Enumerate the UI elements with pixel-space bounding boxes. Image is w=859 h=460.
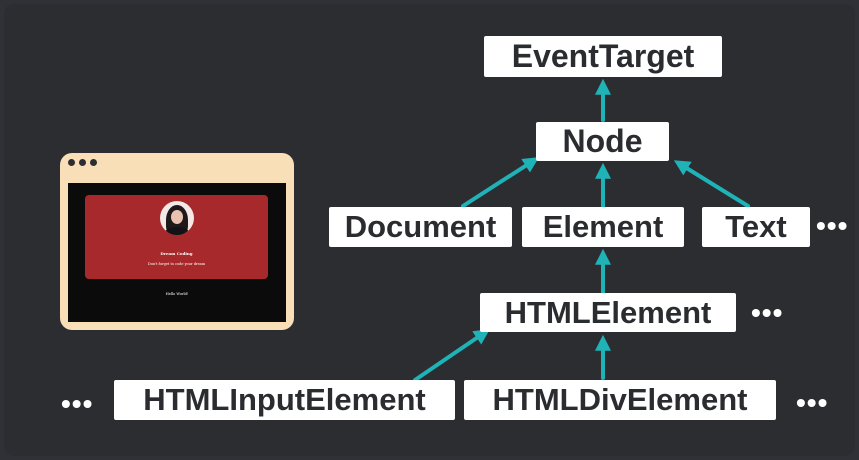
ellipsis-right-siblings: •••: [796, 387, 829, 418]
window-dot-icon: [79, 159, 86, 166]
window-dot-icon: [68, 159, 75, 166]
card-title: Dream Coding: [160, 251, 193, 256]
node-text: Text: [702, 207, 810, 247]
ellipsis-htmlelement-siblings: •••: [751, 297, 784, 328]
arrow-htmlinput-to-htmlelement: [413, 328, 490, 382]
ellipsis-left-siblings: •••: [61, 388, 94, 419]
card-subtitle: Don't forget to code your dream: [147, 262, 206, 266]
browser-viewport: Dream Coding Don't forget to code your d…: [68, 183, 286, 322]
node-element: Element: [522, 207, 684, 247]
node-eventtarget: EventTarget: [484, 36, 722, 77]
window-dots: [68, 159, 97, 166]
arrow-text-to-node: [673, 160, 750, 208]
node-htmlinputelement: HTMLInputElement: [114, 380, 455, 420]
node-htmlelement: HTMLElement: [480, 293, 736, 332]
hello-text: Hello World!: [165, 292, 189, 296]
browser-mockup: Dream Coding Don't forget to code your d…: [60, 153, 294, 330]
node-htmldivelement: HTMLDivElement: [464, 380, 776, 420]
avatar: [160, 201, 194, 235]
profile-card: Dream Coding Don't forget to code your d…: [85, 195, 268, 279]
ellipsis-text-siblings: •••: [816, 210, 849, 241]
arrow-document-to-node: [461, 157, 540, 208]
node-document: Document: [329, 207, 512, 247]
node-node: Node: [536, 122, 669, 161]
window-dot-icon: [90, 159, 97, 166]
